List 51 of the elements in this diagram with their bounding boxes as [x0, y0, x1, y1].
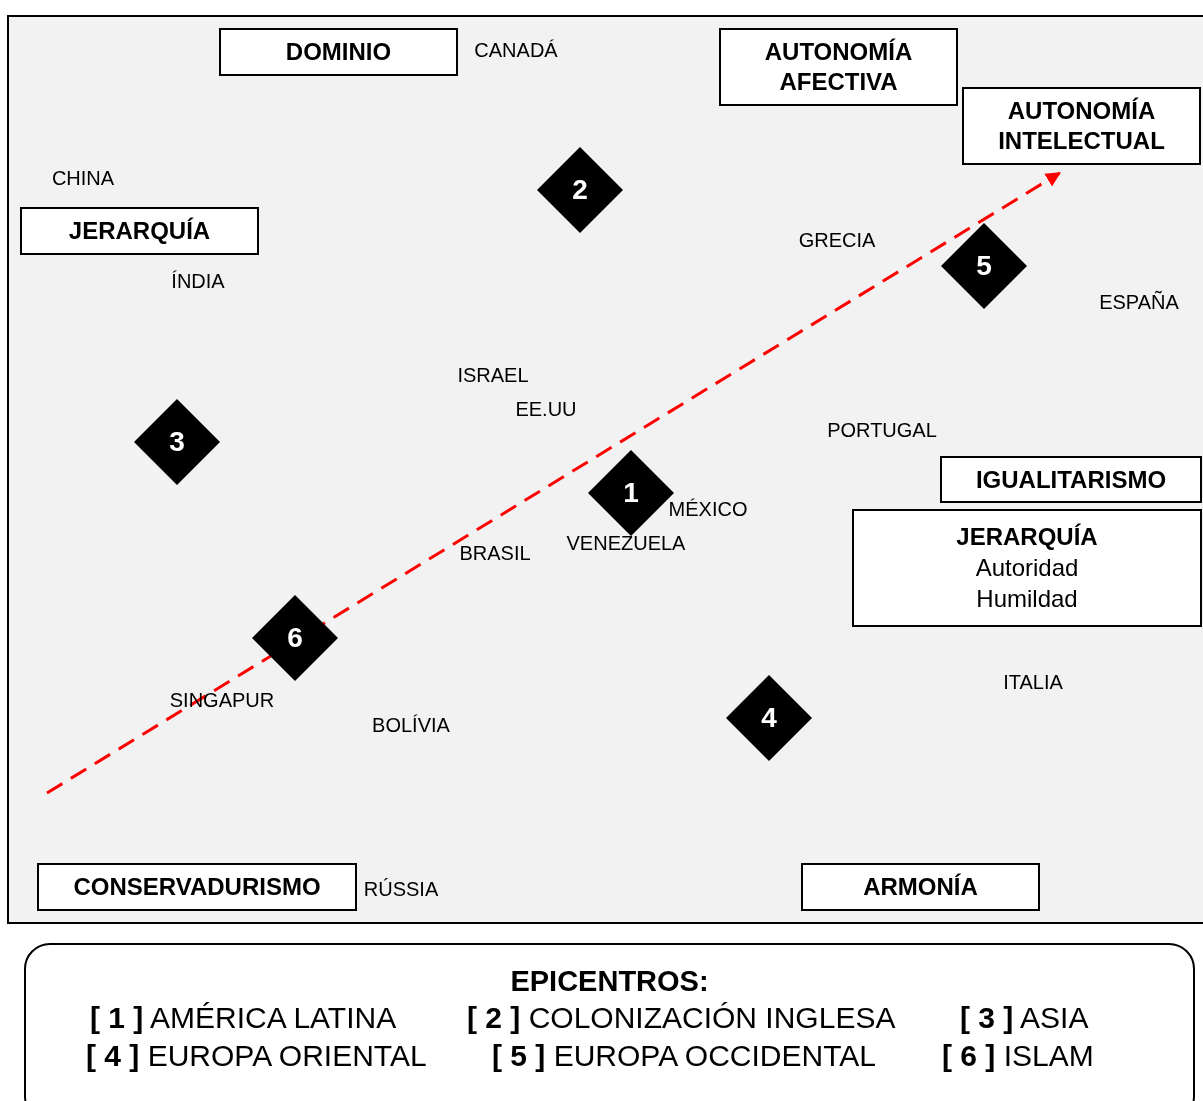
box-title: IGUALITARISMO: [975, 464, 1167, 495]
label-box: [719, 28, 958, 106]
legend-item: [ 5 ] EUROPA OCCIDENTAL: [492, 1039, 876, 1073]
country-label: ESPAÑA: [1099, 290, 1179, 314]
legend-item: [ 3 ] ASIA: [960, 1001, 1089, 1035]
label-box: [852, 509, 1202, 627]
box-title: ARMONÍA: [863, 872, 978, 902]
legend-item: [ 4 ] EUROPA ORIENTAL: [86, 1039, 427, 1073]
legend-item: [ 6 ] ISLAM: [942, 1039, 1094, 1073]
label-box: [219, 28, 458, 76]
diamond-number: 2: [571, 173, 589, 207]
numbered-diamond: [251, 594, 339, 682]
label-box: [801, 863, 1040, 911]
country-label: GRECIA: [798, 228, 876, 252]
diamond-number: 6: [286, 621, 304, 655]
label-box: [20, 207, 259, 255]
diamond-number: 5: [975, 249, 993, 283]
diamond-number: 4: [760, 701, 778, 735]
country-label: ITALIA: [1003, 670, 1063, 694]
dashed-arrow: [46, 171, 1061, 795]
legend-heading: EPICENTROS:: [509, 965, 710, 998]
label-box: [962, 87, 1201, 165]
legend-item: [ 1 ] AMÉRICA LATINA: [90, 1001, 397, 1035]
diamond-number: 3: [168, 425, 186, 459]
box-title: CONSERVADURISMO: [73, 872, 321, 902]
country-label: CANADÁ: [474, 38, 558, 62]
label-box: [940, 456, 1202, 503]
box-title: JERARQUÍA: [956, 522, 1098, 552]
numbered-diamond: [133, 398, 221, 486]
legend-panel: [24, 943, 1195, 1101]
box-title: AUTONOMÍA AFECTIVA: [763, 37, 914, 97]
box-title: DOMINIO: [285, 37, 392, 67]
numbered-diamond: [940, 222, 1028, 310]
box-subtext: Autoridad Humildad: [974, 553, 1080, 614]
country-label: CHINA: [51, 166, 115, 190]
country-label: RÚSSIA: [363, 877, 439, 901]
box-title: JERARQUÍA: [68, 216, 211, 246]
legend-item: [ 2 ] COLONIZACIÓN INGLESA: [467, 1001, 896, 1035]
country-label: ÍNDIA: [171, 269, 225, 293]
label-box: [37, 863, 357, 911]
country-label: MÉXICO: [668, 497, 748, 521]
numbered-diamond: [725, 674, 813, 762]
box-title: AUTONOMÍA INTELECTUAL: [997, 96, 1166, 156]
diamond-number: 1: [622, 476, 640, 510]
numbered-diamond: [536, 146, 624, 234]
country-label: ISRAEL: [457, 363, 529, 387]
country-label: VENEZUELA: [566, 531, 686, 555]
country-label: EE.UU: [515, 397, 577, 421]
country-label: BRASIL: [459, 541, 531, 565]
country-label: PORTUGAL: [827, 418, 937, 442]
country-label: BOLÍVIA: [372, 713, 450, 737]
